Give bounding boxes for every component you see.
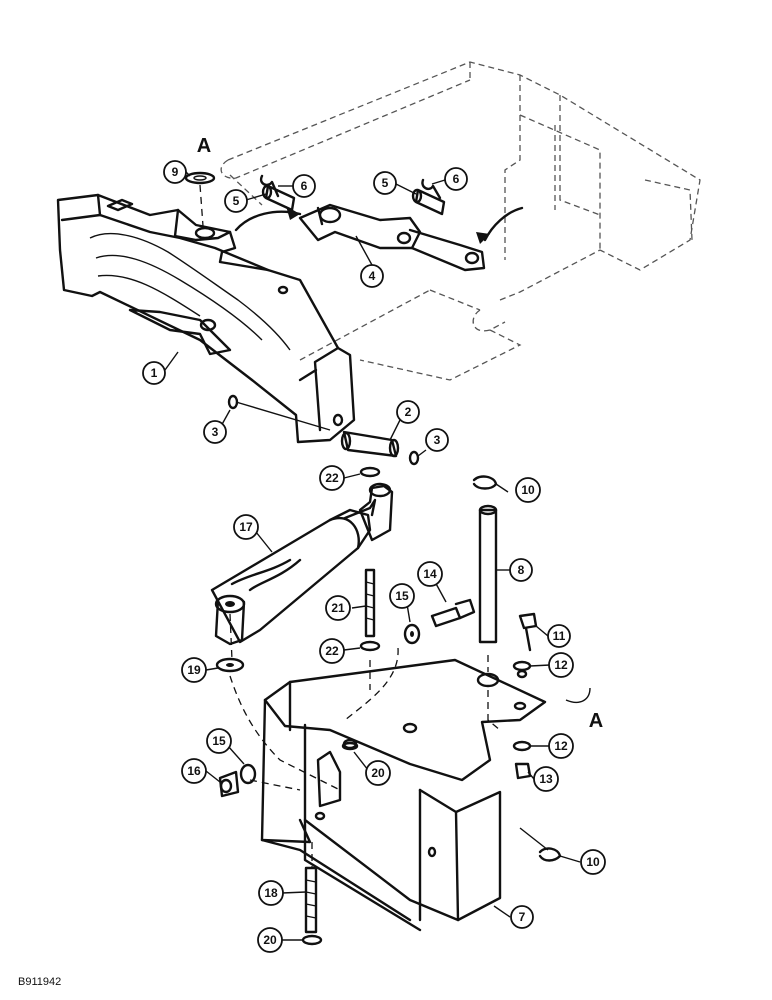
- washer-part-19: [215, 657, 245, 673]
- callout-6a: 6: [292, 174, 316, 198]
- callout-label: 12: [554, 658, 568, 672]
- callout-label: 19: [187, 663, 201, 677]
- callout-label: 5: [382, 176, 389, 190]
- callout-label: 6: [453, 172, 460, 186]
- callout-14: 14: [417, 561, 443, 587]
- callout-22a: 22: [319, 465, 345, 491]
- callout-label: 8: [518, 563, 525, 577]
- callout-label: 10: [521, 483, 535, 497]
- callout-11: 11: [547, 624, 571, 648]
- callout-12b: 12: [548, 733, 574, 759]
- top-link-cylinder-part-4: [298, 203, 486, 272]
- leader-lines: [164, 171, 591, 941]
- callout-20a: 20: [365, 760, 391, 786]
- callout-label: 18: [264, 886, 278, 900]
- callout-17: 17: [233, 514, 259, 540]
- callout-7: 7: [510, 905, 534, 929]
- callout-2: 2: [396, 400, 420, 424]
- pin-and-snap-rings: [227, 394, 420, 466]
- ghost-machine-frame: [220, 61, 701, 381]
- callout-6b: 6: [444, 167, 468, 191]
- callout-label: 20: [371, 766, 385, 780]
- callout-16: 16: [181, 758, 207, 784]
- callout-label: 13: [539, 772, 553, 786]
- callout-label: 22: [325, 644, 339, 658]
- pin-21-and-rings-22: [359, 466, 381, 652]
- callout-label: 6: [301, 179, 308, 193]
- callout-3b: 3: [425, 428, 449, 452]
- assembly-arrows-top: [234, 206, 524, 244]
- long-pin-part-8: [472, 475, 498, 644]
- callout-20b: 20: [257, 927, 283, 953]
- upper-bracket-part-1: [56, 193, 356, 444]
- callout-18: 18: [258, 880, 284, 906]
- callout-label: 17: [239, 520, 253, 534]
- callout-label: 2: [405, 405, 412, 419]
- callout-label: 9: [172, 165, 179, 179]
- callout-label: 11: [553, 629, 566, 643]
- callout-1: 1: [142, 361, 166, 385]
- callout-label: 5: [233, 194, 240, 208]
- callout-10a: 10: [515, 477, 541, 503]
- callout-4: 4: [360, 264, 384, 288]
- callout-label: 10: [586, 855, 600, 869]
- callout-label: 12: [554, 739, 568, 753]
- callout-19: 19: [181, 657, 207, 683]
- callout-8: 8: [509, 558, 533, 582]
- callout-label: 1: [151, 366, 158, 380]
- figure-id: B911942: [18, 976, 61, 988]
- reference-letter-a-top: A: [197, 135, 211, 157]
- callout-label: 20: [263, 933, 277, 947]
- callout-3a: 3: [203, 420, 227, 444]
- callout-13: 13: [533, 766, 559, 792]
- callout-label: 22: [325, 471, 339, 485]
- callout-label: 15: [395, 589, 409, 603]
- callout-22b: 22: [319, 638, 345, 664]
- callout-label: 7: [519, 910, 526, 924]
- callout-9: 9: [163, 160, 187, 184]
- callout-label: 4: [369, 269, 376, 283]
- callout-5b: 5: [373, 171, 397, 195]
- callout-label: 15: [212, 734, 226, 748]
- lower-mount-part-7: [260, 658, 547, 932]
- hydraulic-cylinder-part-17: [210, 482, 394, 646]
- washer-part-9: [184, 171, 216, 185]
- callout-label: 16: [187, 764, 201, 778]
- callout-5a: 5: [224, 189, 248, 213]
- callout-label: 21: [331, 601, 345, 615]
- callout-21: 21: [325, 595, 351, 621]
- callout-10b: 10: [580, 849, 606, 875]
- callout-label: 3: [212, 425, 219, 439]
- callout-label: 14: [423, 567, 437, 581]
- callout-12a: 12: [548, 652, 574, 678]
- callout-15a: 15: [389, 583, 415, 609]
- callout-label: 3: [434, 433, 441, 447]
- hidden-lines: [199, 184, 501, 868]
- reference-letter-a-bottom: A: [589, 710, 603, 732]
- callout-15b: 15: [206, 728, 232, 754]
